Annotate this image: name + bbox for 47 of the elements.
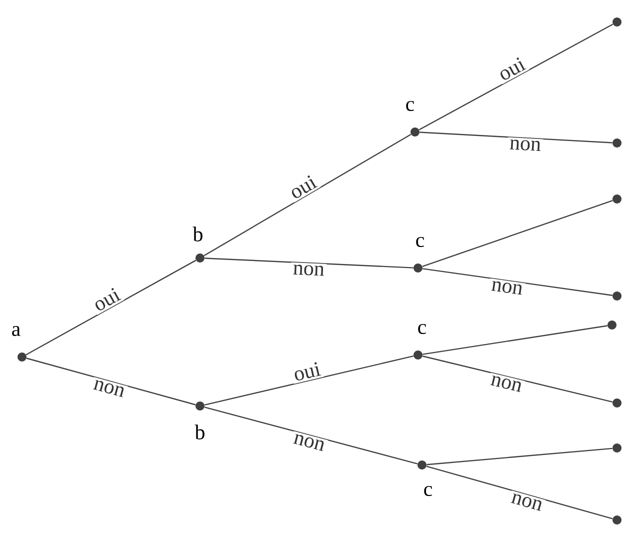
tree-dot xyxy=(612,398,622,408)
node-letter: b xyxy=(194,424,204,440)
tree-dot xyxy=(196,402,204,410)
node-letter: c xyxy=(418,324,426,334)
edge-label: non xyxy=(508,490,546,514)
branch-line xyxy=(418,24,614,130)
branch-line xyxy=(26,260,196,356)
node-letter: c xyxy=(406,100,414,112)
branch-line xyxy=(26,358,196,406)
edge-label: oui xyxy=(494,54,530,84)
tree-dot xyxy=(414,350,422,360)
tree-dot xyxy=(612,292,622,300)
branch-line xyxy=(204,356,414,406)
branch-line xyxy=(426,448,612,466)
branch-line xyxy=(204,406,418,464)
branch-line xyxy=(422,200,613,268)
branch-line xyxy=(426,466,613,520)
tree-dot xyxy=(612,194,622,204)
branch-line xyxy=(204,134,412,256)
node-letter: c xyxy=(416,236,424,248)
tree-dot xyxy=(612,516,622,524)
tree-dot xyxy=(18,352,26,362)
tree-dot xyxy=(410,128,420,136)
tree-dot xyxy=(196,254,204,262)
edge-label: oui xyxy=(290,359,324,384)
branch-line xyxy=(204,258,414,268)
edge-label: oui xyxy=(284,171,321,203)
branch-line xyxy=(422,356,613,402)
branch-line xyxy=(422,268,612,296)
edge-label: non xyxy=(507,137,544,154)
edge-label: non xyxy=(90,377,128,400)
node-letter: b xyxy=(192,226,202,242)
tree-dot xyxy=(418,460,426,470)
edge-label: oui xyxy=(88,284,124,315)
node-letter: a xyxy=(12,326,20,336)
node-letter: c xyxy=(424,486,432,496)
edge-label: non xyxy=(487,372,526,395)
edge-label: non xyxy=(290,262,327,278)
edge-label: non xyxy=(290,431,328,454)
tree-dot xyxy=(612,18,622,26)
branch-line xyxy=(422,325,608,355)
tree-dot xyxy=(414,264,422,272)
edge-label: non xyxy=(488,278,526,298)
tree-dot xyxy=(612,138,622,148)
branch-line xyxy=(420,132,612,144)
tree-dot xyxy=(608,320,616,330)
tree-dot xyxy=(612,444,622,452)
